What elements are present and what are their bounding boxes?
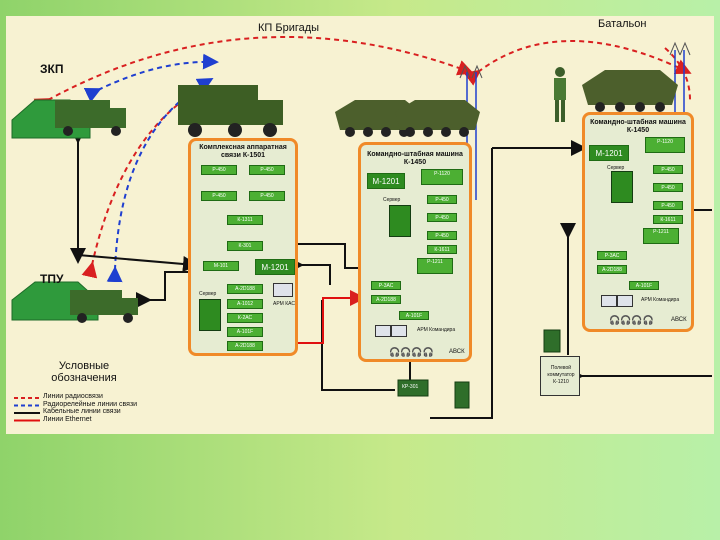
- label-kp-brigade: КП Бригады: [258, 22, 320, 34]
- apc-icon: [582, 70, 678, 112]
- server-icon: [611, 171, 633, 203]
- module: А-101F: [399, 311, 429, 320]
- kr301-label: КР-301: [402, 384, 419, 390]
- k1450a-title: Командно-штабная машина К-1450: [367, 151, 463, 166]
- avsk-label: АВСК: [449, 349, 465, 355]
- radio-link-zkp-brigade: [33, 36, 474, 113]
- module: Р-450: [201, 165, 237, 175]
- module: Р-450: [427, 231, 457, 240]
- module: Р-450: [653, 183, 683, 192]
- arm-kas-label: АРМ КАС: [273, 301, 295, 307]
- module: А-1012: [227, 299, 263, 309]
- module: Р-3АС: [371, 281, 401, 290]
- module: А-2D188: [597, 265, 627, 274]
- module: Р-450: [249, 191, 285, 201]
- module: К-1311: [227, 215, 263, 225]
- soldier-icon: [554, 67, 566, 122]
- module: Р-450: [201, 191, 237, 201]
- label-tpu: ТПУ: [40, 272, 64, 286]
- module: Р-1211: [417, 258, 453, 274]
- server-label: Сервер: [199, 291, 217, 297]
- server-label: Сервер: [383, 197, 401, 203]
- legend-item-label: Линии радиосвязи: [43, 393, 103, 400]
- legend-title: Условные обозначения: [51, 360, 117, 384]
- monitor-icon: [601, 295, 617, 307]
- legend-item-label: Радиорелейные линии связи: [43, 400, 138, 408]
- module: А-2D188: [227, 284, 263, 294]
- truck-icon: [70, 290, 138, 323]
- cable-main-trunk: [430, 148, 493, 419]
- module: Р-450: [427, 195, 457, 204]
- monitor-icon: [617, 295, 633, 307]
- module: К-301: [227, 241, 263, 251]
- k1450a-box: Командно-штабная машина К-1450 М-1201 Р-…: [358, 142, 472, 362]
- module: Р-1120: [645, 137, 685, 153]
- headset-icons: 🎧🎧🎧🎧: [389, 347, 434, 357]
- truck-icon: [178, 85, 283, 137]
- avsk-label: АВСК: [671, 317, 687, 323]
- label-battalion: Батальон: [598, 18, 647, 30]
- module: Р-450: [427, 213, 457, 222]
- field-switch-label: Полевой коммутатор К-1210: [547, 365, 575, 385]
- module: К-1611: [427, 245, 457, 254]
- module: Р-3АС: [597, 251, 627, 260]
- k1450b-box: Командно-штабная машина К-1450 М-1201 Р-…: [582, 112, 694, 332]
- module: Р-450: [653, 201, 683, 210]
- radio-set-icon: [397, 379, 470, 409]
- module: К-2АС: [227, 313, 263, 323]
- apc-icon: [395, 100, 480, 137]
- legend-item-label: Линии Ethernet: [43, 415, 92, 423]
- module: К-1611: [653, 215, 683, 224]
- k1501-title: Комплексная аппаратная связи К-1501: [199, 144, 287, 159]
- module: Р-450: [653, 165, 683, 174]
- module-m1201: М-1201: [589, 145, 629, 161]
- field-switch-box: Полевой коммутатор К-1210: [540, 356, 580, 396]
- module: Р-1211: [643, 228, 679, 244]
- module: М-101: [203, 261, 239, 271]
- label-zkp: ЗКП: [40, 62, 64, 76]
- cable-k1501-k1450a-2: [288, 257, 331, 285]
- module: Р-450: [249, 165, 285, 175]
- radio-link-brigade-battalion: [463, 40, 692, 86]
- server-label: Сервер: [607, 165, 625, 171]
- cable-tpu-k1501: [136, 271, 195, 308]
- truck-icon: [55, 100, 126, 136]
- k1450b-title: Командно-штабная машина К-1450: [590, 119, 686, 134]
- relay-link-zkp: [83, 53, 219, 103]
- module: А-2D188: [227, 341, 263, 351]
- monitor-icon: [391, 325, 407, 337]
- antenna-icon: [459, 41, 691, 79]
- arm-commander-label: АРМ Командира: [641, 297, 680, 303]
- server-icon: [389, 205, 411, 237]
- laptop-icon: [273, 283, 293, 297]
- legend-item-label: Кабельные линии связи: [43, 408, 121, 415]
- server-icon: [199, 299, 221, 331]
- headset-icons: 🎧🎧🎧🎧: [609, 315, 654, 325]
- cable-zkp-k1501: [77, 254, 199, 272]
- module: А-101F: [227, 327, 263, 337]
- module-m1201: М-1201: [367, 173, 405, 189]
- switch-device-icon: [543, 329, 561, 353]
- k1501-box: Комплексная аппаратная связи К-1501 Р-45…: [188, 138, 298, 356]
- arm-commander-label: АРМ Командира: [417, 327, 456, 333]
- module: А-2D188: [371, 295, 401, 304]
- module-m1201: М-1201: [255, 259, 295, 275]
- monitor-icon: [375, 325, 391, 337]
- module: Р-1120: [421, 169, 463, 185]
- relay-link-tpu: [106, 78, 214, 283]
- module: А-101F: [629, 281, 659, 290]
